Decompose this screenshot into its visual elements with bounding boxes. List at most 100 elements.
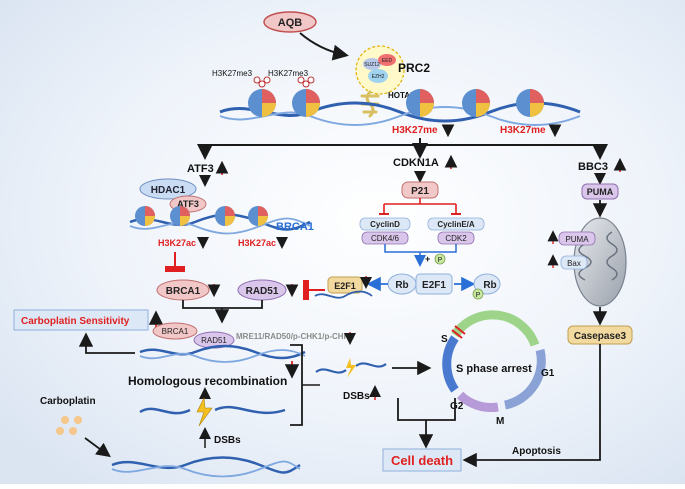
rad51-pill-label: RAD51 [246,286,279,297]
puma-mito-label: PUMA [565,235,589,244]
nucleosome-left-4 [248,206,268,226]
rb-e2f1-complex: Rb E2F1 [387,273,453,295]
h3k27me3-label-b: H3K27me3 [268,69,309,78]
hdac1-label: HDAC1 [151,185,186,196]
plus-label: + [425,254,430,264]
cyclin-merge [384,244,457,264]
broken-dna-right [214,405,286,415]
s-label: S [441,334,448,345]
ezh2-label: EZH2 [372,74,385,80]
cdk46-label: CDK4/6 [371,234,400,243]
hr-dna [139,344,306,360]
bbc3-label: BBC3 [578,161,608,173]
suz12-label: SUZ12 [364,62,380,68]
cyclinea-label: CyclinE/A [437,220,475,229]
m-label: M [496,416,504,427]
cdk46-box: CDK4/6 [361,231,409,245]
nucleosome-top-5 [516,89,544,117]
broken-dna-left [139,407,191,415]
hotair-label: HOTAIR [388,91,418,100]
h3k27me-label-a: H3K27me [392,125,438,136]
carboplatin-label: Carboplatin [40,396,96,407]
puma-mito-pill: PUMA [558,231,596,246]
hdac1-pill: HDAC1 [139,178,197,200]
bax-label: Bax [567,259,581,268]
cdk2-label: CDK2 [445,234,467,243]
p21-inhibit-fork [383,198,457,214]
e2f1-left-pill: E2F1 [327,276,363,294]
apoptosis-path [462,344,601,468]
nucleosome-top-2 [292,76,320,117]
h3k27ac-label-a: H3K27ac [158,238,196,248]
middle-lightning-icon [346,358,356,378]
homologous-recombination-label: Homologous recombination [128,374,287,388]
g2-label: G2 [450,401,464,412]
p-right-label: P [476,292,481,299]
phosphate-icon: P [434,253,446,265]
rad51-small-label: RAD51 [201,336,227,345]
carboplatin-sensitivity-box: Carboplatin Sensitivity [13,309,149,331]
cdkn1a-label: CDKN1A [393,157,439,169]
brca1-rad51-merge [182,300,263,320]
s-phase-arrest-label: S phase arrest [456,363,532,375]
nucleosome-left-3 [215,206,235,226]
dsbs-left-label: DSBs [214,435,241,446]
p21-label: P21 [411,186,429,197]
cell-death-box: Cell death [382,448,462,472]
to-cell-death-bracket [397,398,456,445]
aqb-to-prc2-arrow [299,32,349,61]
brca1-pill: BRCA1 [156,279,210,301]
e2f1-dna [314,290,373,299]
h3k27me-label-b: H3K27me [500,125,546,136]
h3k27ac-label-b: H3K27ac [238,238,276,248]
cyclind-box: CyclinD [359,217,411,231]
rb-left-label: Rb [395,280,408,291]
hr-to-sensitivity-arrow [78,332,135,354]
carboplatin-molecules [56,416,82,435]
brca1-small-pill: BRCA1 [152,322,198,340]
brca1-dna-label: BRCA1 [276,221,314,233]
cyclind-label: CyclinD [370,220,400,229]
apoptosis-label: Apoptosis [512,446,561,457]
puma-top-pill: PUMA [581,183,619,200]
carboplatin-arrow [84,437,111,458]
phosphate-label: P [438,257,443,264]
p21-pill: P21 [401,181,439,199]
casepase3-label: Casepase3 [574,331,627,342]
prc2-complex: SUZ12 EED EZH2 [355,45,405,95]
cyclinea-box: CyclinE/A [427,217,485,231]
carboplatin-sensitivity-label: Carboplatin Sensitivity [21,316,130,327]
s-phase-block [451,325,466,339]
atf3-pill-label: ATF3 [177,199,199,209]
brca1-small-label: BRCA1 [162,327,189,336]
nucleosome-left-1 [135,206,155,226]
aqb-node: AQB [263,11,317,33]
cell-death-label: Cell death [391,453,453,468]
puma-top-label: PUMA [587,187,614,197]
rb-right-label: Rb [483,280,496,291]
nucleosome-top-1 [248,76,276,117]
nucleosome-top-3 [406,89,434,117]
nucleosome-top-4 [462,89,490,117]
h3k27me3-label-a: H3K27me3 [212,69,253,78]
brca1-pill-label: BRCA1 [166,286,201,297]
e2f1-left-label: E2F1 [334,281,356,291]
cdk2-box: CDK2 [437,231,475,245]
rad51-pill: RAD51 [237,279,287,301]
prc2-label: PRC2 [398,61,430,75]
atf3-top-label: ATF3 [187,163,214,175]
mre11-complex-label: MRE11/RAD50/p-CHK1/p-CHK2 [236,332,354,341]
bottom-dna [111,456,301,474]
lightning-icon [196,396,213,427]
e2f1-center-label: E2F1 [422,280,446,291]
dsbs-middle-label: DSBs [343,391,370,402]
nucleosome-left-2 [170,206,190,226]
aqb-label: AQB [278,17,303,29]
middle-dna-broken-b [355,362,387,368]
cell-cycle [442,310,546,412]
bax-pill: Bax [560,255,588,270]
rb-phospho-right: Rb P [472,273,501,300]
casepase3-pill: Casepase3 [567,325,633,345]
middle-dna-broken-a [315,368,347,374]
